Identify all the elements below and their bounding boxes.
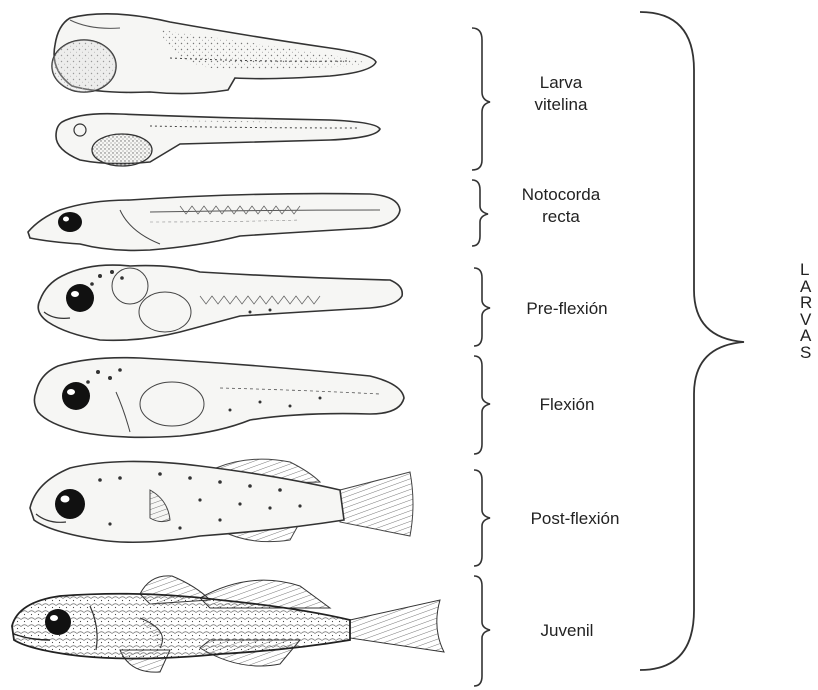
stage-label-notocorda-recta: Notocorda recta xyxy=(486,184,636,228)
juvenile-fish-illustration xyxy=(12,576,444,672)
stage-label-juvenil: Juvenil xyxy=(492,620,642,642)
brace-flexion xyxy=(474,356,490,454)
stage-label-pre-flexion: Pre-flexión xyxy=(492,298,642,320)
flexion-larva-illustration xyxy=(34,358,404,438)
preflexion-larva-illustration xyxy=(38,265,402,340)
brace-larvas xyxy=(640,12,744,670)
yolk-sac-larva-early-illustration xyxy=(52,14,376,94)
stage-label-larva-vitelina: Larva vitelina xyxy=(486,72,636,116)
notochord-larva-illustration xyxy=(28,194,400,251)
brace-juvenil xyxy=(474,576,490,686)
yolk-sac-larva-late-illustration xyxy=(56,114,380,166)
stage-label-post-flexion: Post-flexión xyxy=(500,508,650,530)
stage-label-flexion: Flexión xyxy=(492,394,642,416)
brace-post-flexion xyxy=(474,470,490,566)
brace-pre-flexion xyxy=(474,268,490,346)
stage-braces xyxy=(472,28,490,686)
group-label-larvas: L A R V A S xyxy=(800,262,818,361)
postflexion-larva-illustration xyxy=(30,459,413,542)
